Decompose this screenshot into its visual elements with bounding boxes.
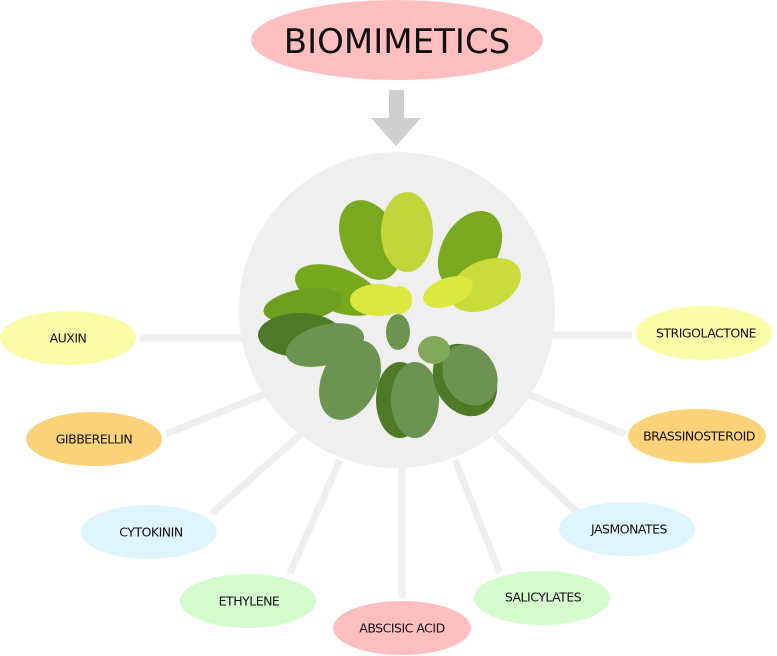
node-label: CYTOKININ [119, 525, 183, 540]
title-node: BIOMIMETICS [251, 0, 543, 80]
node-abscisic-acid: ABSCISIC ACID [333, 601, 471, 655]
connector-jasmonates [492, 432, 581, 516]
connector-gibberellin [164, 388, 272, 438]
node-cytokinin: CYTOKININ [81, 505, 217, 559]
title-ellipse [251, 0, 543, 80]
connector-ethylene [286, 458, 344, 575]
node-ellipse [0, 311, 136, 365]
node-label: GIBBERELLIN [56, 432, 133, 447]
node-ellipse [636, 306, 772, 360]
node-label: BRASSINOSTEROID [643, 429, 755, 444]
node-label: ABSCISIC ACID [359, 621, 444, 636]
connectors [140, 331, 632, 598]
down-arrow-icon [371, 90, 421, 146]
node-ellipse [26, 412, 162, 466]
node-ethylene: ETHYLENE [180, 574, 316, 628]
node-label: AUXIN [50, 331, 87, 346]
node-auxin: AUXIN [0, 311, 136, 365]
node-jasmonates: JASMONATES [559, 502, 695, 556]
node-ellipse [474, 571, 610, 625]
node-salicylates: SALICYLATES [474, 571, 610, 625]
node-ellipse [180, 574, 316, 628]
node-ellipse [81, 505, 217, 559]
node-ellipse [628, 409, 766, 463]
node-brassinosteroid: BRASSINOSTEROID [628, 409, 766, 463]
connector-cytokinin [209, 432, 303, 516]
node-ellipse [333, 601, 471, 655]
node-strigolactone: STRIGOLACTONE [636, 306, 772, 360]
connector-salicylates [451, 458, 504, 575]
node-label: STRIGOLACTONE [656, 326, 757, 341]
node-label: JASMONATES [590, 522, 668, 537]
connector-brassinosteroid [528, 391, 627, 438]
title-text: BIOMIMETICS [284, 22, 510, 62]
node-label: ETHYLENE [219, 594, 280, 609]
node-gibberellin: GIBBERELLIN [26, 412, 162, 466]
node-label: SALICYLATES [505, 590, 582, 605]
node-ellipse [559, 502, 695, 556]
rosette-plant-icon [258, 192, 521, 438]
